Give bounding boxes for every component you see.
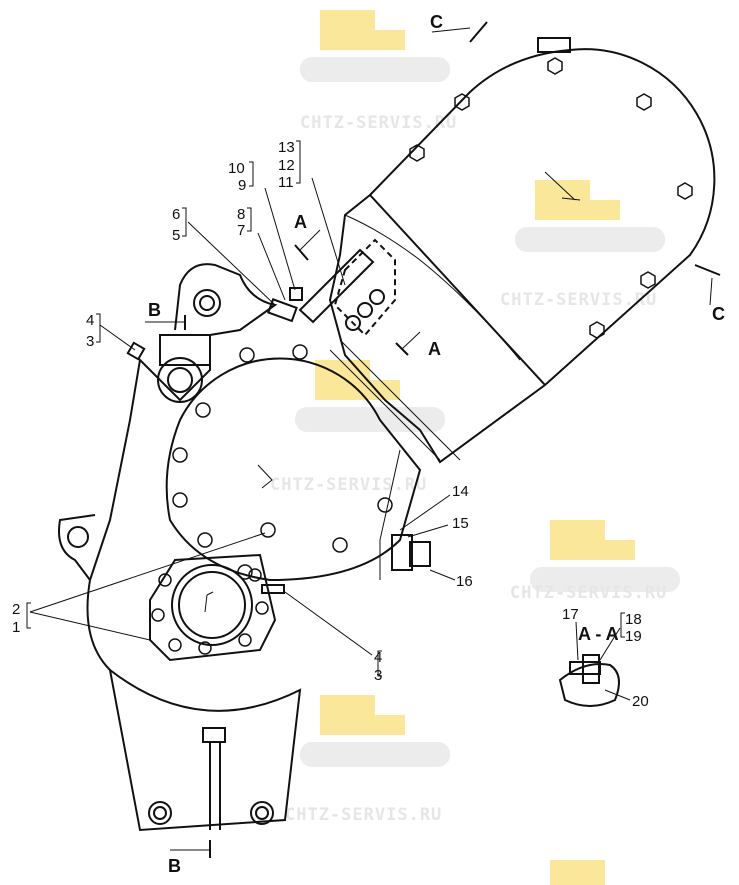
callout-10: 10 bbox=[228, 160, 245, 177]
upper-drum-housing bbox=[328, 37, 716, 464]
watermark-text: CHTZ-SERVIS.RU bbox=[270, 475, 427, 495]
callout-17: 17 bbox=[562, 606, 579, 623]
watermark-text: CHTZ-SERVIS.RU bbox=[285, 805, 442, 825]
section-b-bottom-label: B bbox=[168, 856, 181, 876]
watermark-text: CHTZ-SERVIS.RU bbox=[300, 113, 457, 133]
callout-8: 8 bbox=[237, 206, 245, 223]
cover-plate bbox=[267, 238, 461, 461]
callout-18: 18 bbox=[625, 611, 642, 628]
callout-1: 1 bbox=[12, 619, 20, 636]
callout-4: 4 bbox=[86, 312, 94, 329]
callout-3: 3 bbox=[86, 333, 94, 350]
callout-6: 6 bbox=[172, 206, 180, 223]
callout-7: 7 bbox=[237, 222, 245, 239]
middle-gear-housing bbox=[165, 344, 422, 582]
callout-12: 12 bbox=[278, 157, 295, 174]
callout-labels: 4 3 6 5 8 7 10 9 13 12 11 2 1 4 3 14 15 … bbox=[12, 139, 649, 710]
watermark-text: CHTZ-SERVIS.RU bbox=[510, 583, 667, 603]
section-aa-detail bbox=[558, 654, 620, 707]
callout-16: 16 bbox=[456, 573, 473, 590]
watermark-text: CHTZ-SERVIS.RU bbox=[500, 290, 657, 310]
callout-5: 5 bbox=[172, 227, 180, 244]
callout-11: 11 bbox=[278, 174, 294, 191]
callout-19: 19 bbox=[625, 628, 642, 645]
callout-15: 15 bbox=[452, 515, 469, 532]
lower-hub-base bbox=[108, 449, 431, 832]
section-c-right-label: C bbox=[712, 304, 725, 324]
section-a-bottom-label: A bbox=[428, 339, 441, 359]
callout-14: 14 bbox=[452, 483, 469, 500]
callout-20: 20 bbox=[632, 693, 649, 710]
section-aa-title: A - A bbox=[578, 624, 619, 644]
section-a-top-label: A bbox=[294, 212, 307, 232]
section-c-top-label: C bbox=[430, 12, 443, 32]
watermark-logos bbox=[295, 10, 680, 885]
section-b-top-label: B bbox=[148, 300, 161, 320]
callout-9: 9 bbox=[238, 177, 246, 194]
callout-2: 2 bbox=[12, 601, 20, 618]
callout-13: 13 bbox=[278, 139, 295, 156]
